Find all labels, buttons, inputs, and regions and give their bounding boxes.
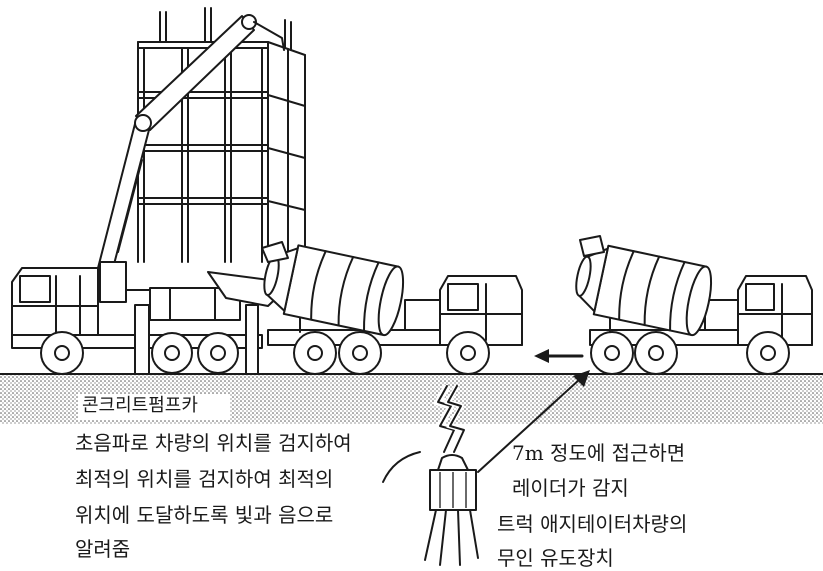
signal-bolt-icon	[432, 384, 468, 454]
wheel	[40, 331, 84, 375]
ultrasonic-note-line-4: 알려줌	[75, 537, 131, 561]
mixer-drum	[575, 244, 713, 337]
guidance-device	[424, 454, 479, 566]
wheel	[590, 331, 634, 375]
ground	[0, 373, 823, 424]
ultrasonic-note-line-1: 초음파로 차량의 위치를 검지하여	[75, 431, 352, 455]
wheel	[338, 331, 382, 375]
mixer-truck-unloading	[207, 241, 523, 375]
wheel	[293, 331, 337, 375]
device-note-line-1: 트럭 애지테이터차량의	[497, 512, 688, 536]
device-note-line-2: 무인 유도장치	[497, 546, 614, 570]
leader-line	[382, 451, 421, 483]
movement-arrow-icon	[534, 349, 584, 363]
mixer-drum	[263, 244, 405, 337]
wheel	[197, 332, 239, 374]
radar-beam-arrow-icon	[477, 370, 590, 473]
ultrasonic-note-line-2: 최적의 위치를 검지하여 최적의	[75, 467, 334, 491]
pump-truck-label-backdrop	[78, 394, 230, 420]
pump-truck-label: 콘크리트펌프카	[82, 395, 198, 416]
wheel	[746, 331, 790, 375]
radar-note-line-1: 7m 정도에 접근하면	[512, 441, 686, 465]
ultrasonic-note-line-3: 위치에 도달하도록 빛과 음으로	[75, 503, 334, 527]
radar-note-line-2: 레이더가 감지	[512, 476, 629, 500]
wheel	[446, 331, 490, 375]
pump-boom	[97, 14, 285, 275]
wheel	[634, 331, 678, 375]
wheel	[151, 332, 193, 374]
mixer-truck-approaching	[575, 235, 813, 375]
